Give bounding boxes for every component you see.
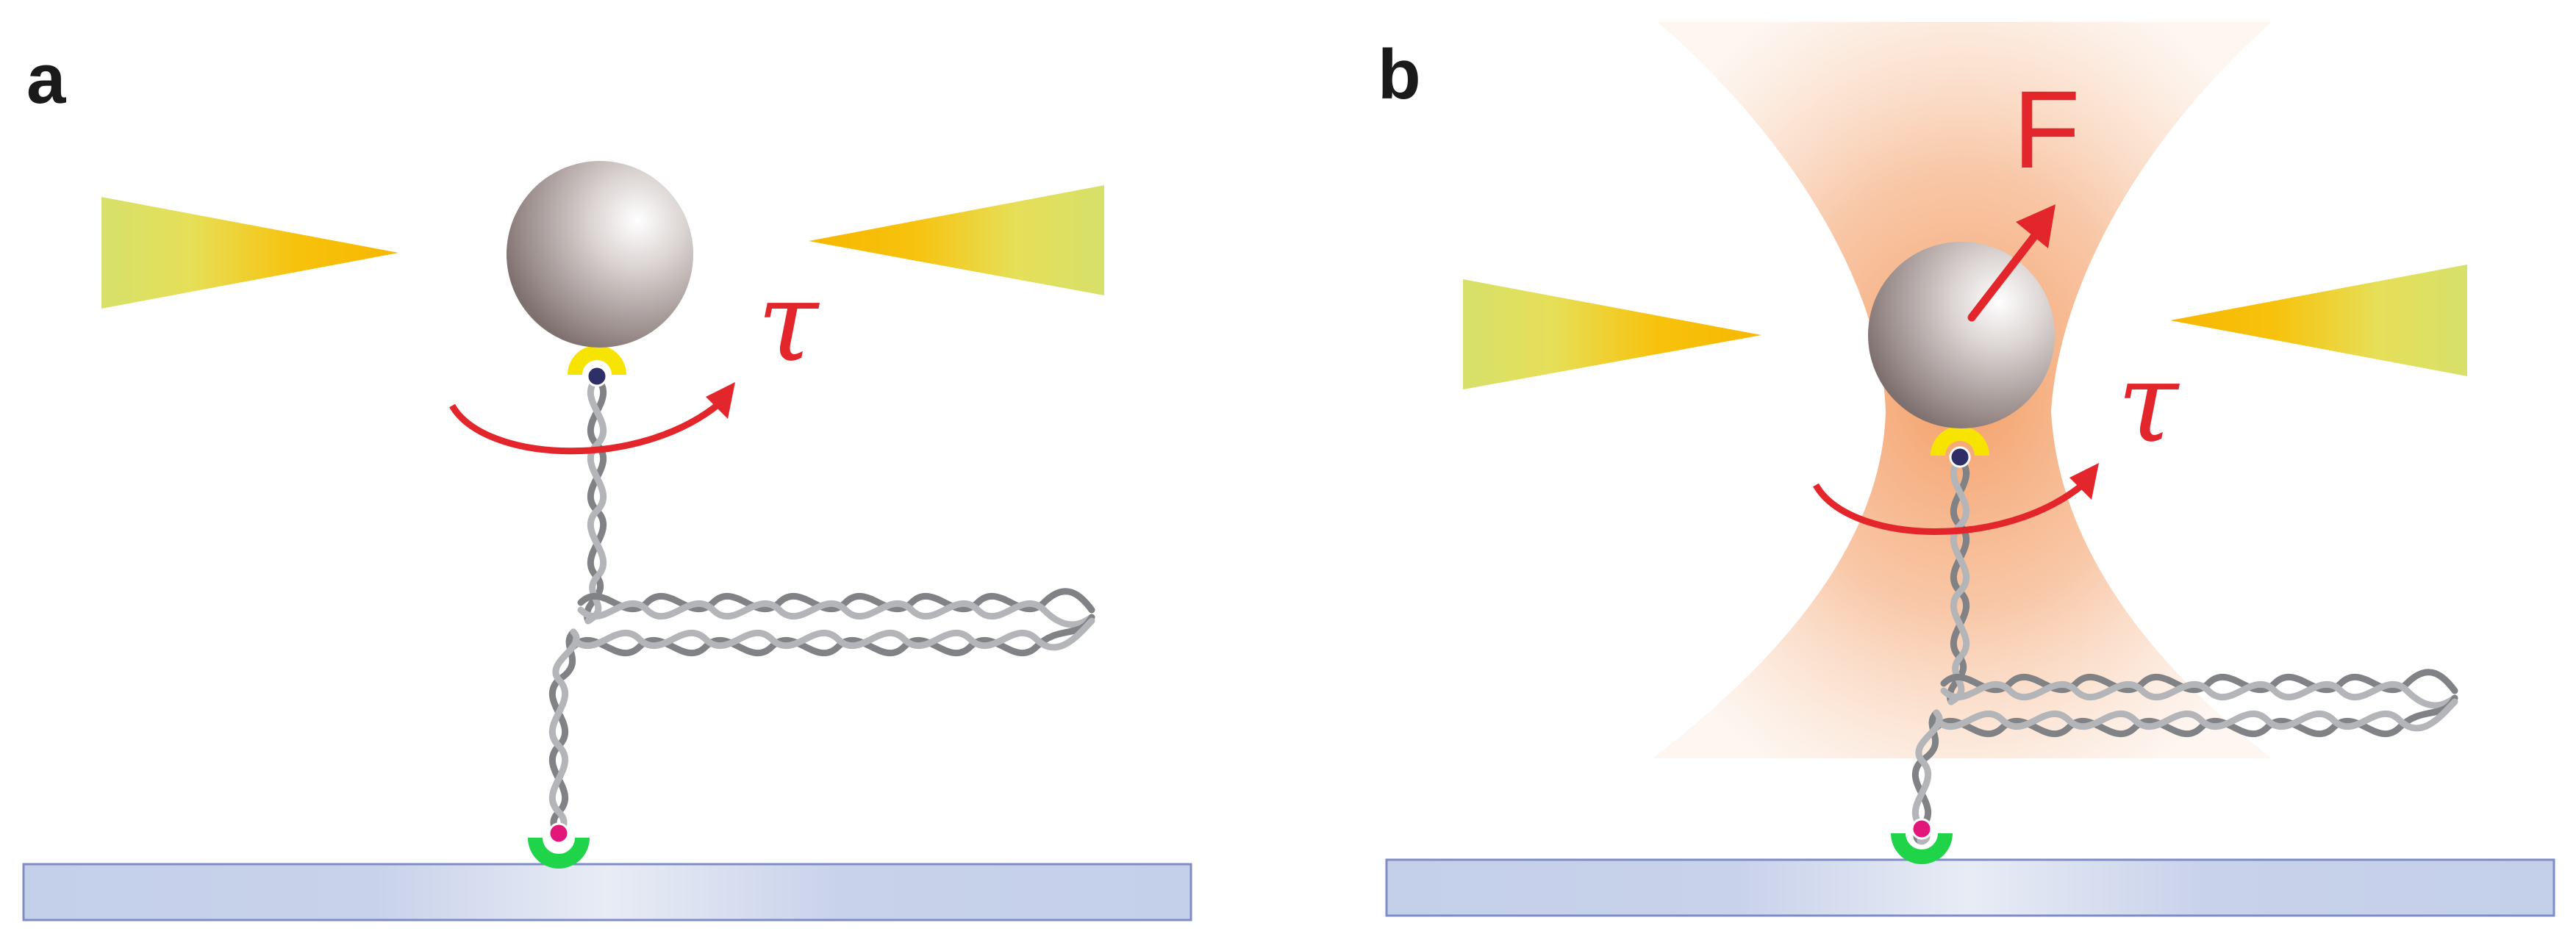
panel-letter-b: b — [1378, 35, 1421, 114]
anchor-bottom-dot — [548, 822, 570, 844]
panel-a: a — [22, 40, 1192, 921]
surface — [1385, 858, 2555, 917]
dna-molecule — [548, 375, 1095, 838]
torque-arrowhead — [2069, 463, 2099, 500]
surface — [22, 863, 1192, 921]
force-arrow — [1967, 229, 2041, 322]
anchor-top — [568, 345, 626, 375]
anchor-top-dot — [1949, 446, 1971, 468]
panel-letter-a: a — [26, 40, 66, 118]
magnet-cone-left — [1463, 279, 1761, 389]
anchor-top-dot — [586, 365, 608, 387]
bead — [507, 161, 693, 348]
bead — [1868, 242, 2055, 428]
magnet-cone-left — [101, 197, 398, 309]
panel-b: b F — [1378, 22, 2555, 917]
torque-label: τ — [757, 259, 820, 387]
magnet-cone-right — [809, 185, 1104, 295]
force-arrowhead — [2016, 204, 2056, 248]
anchor-bottom-dot — [1911, 818, 1933, 840]
anchor-bottom — [1891, 833, 1953, 864]
torque-label: τ — [2117, 339, 2180, 467]
torque-arrow — [1813, 481, 2086, 535]
force-label: F — [2013, 68, 2081, 191]
torque-arrow — [449, 400, 723, 455]
magnet-cone-right — [2170, 265, 2467, 376]
torque-arrowhead — [706, 382, 735, 419]
anchor-top — [1931, 426, 1989, 456]
anchor-bottom — [528, 838, 590, 869]
